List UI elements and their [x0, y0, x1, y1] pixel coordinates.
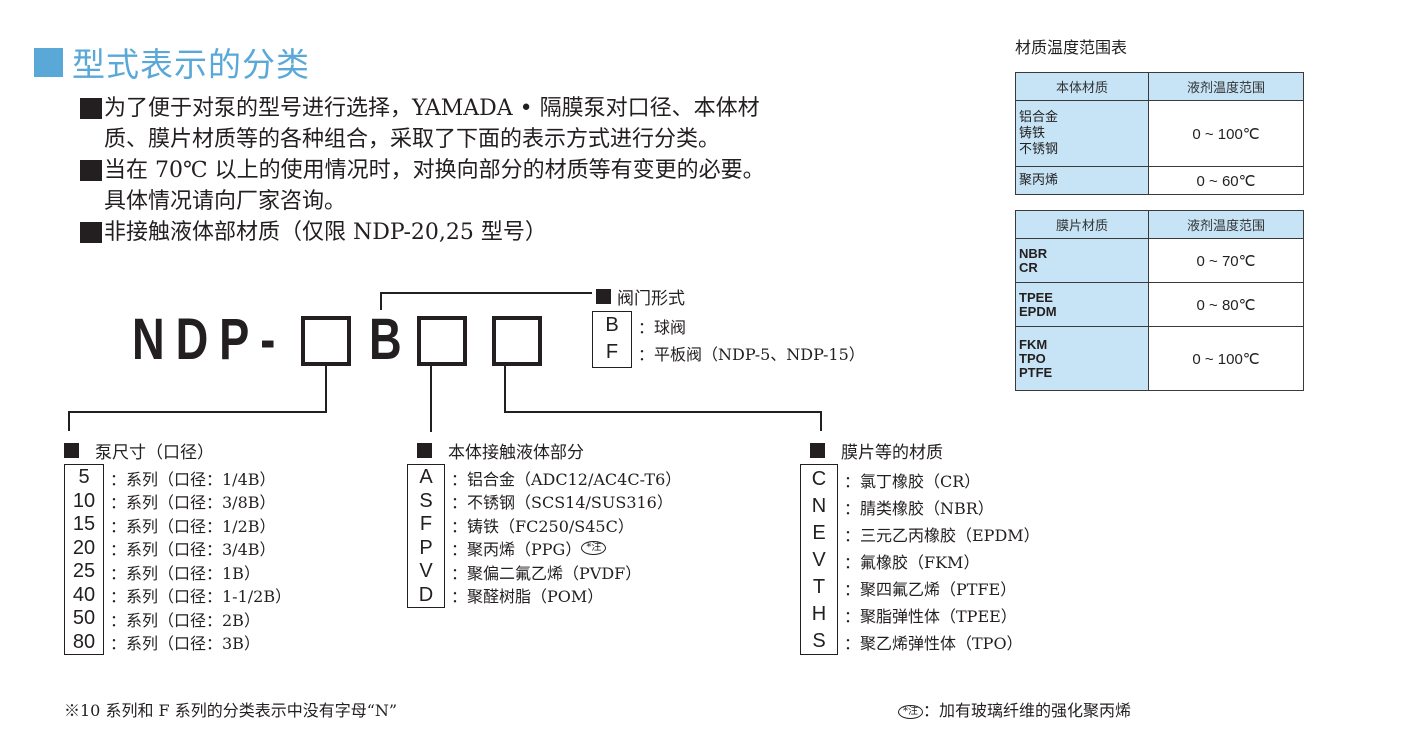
diaphragm-material-heading: 膜片等的材质 [810, 438, 943, 463]
connector-line [68, 411, 70, 431]
list-item: 10：系列（口径：3/8B） [72, 489, 276, 513]
note-mark-icon: *注 [898, 704, 923, 719]
list-item: 5：系列（口径：1/4B） [78, 466, 276, 489]
heading-square-icon [417, 443, 432, 458]
model-prefix: NDP- [132, 307, 287, 372]
list-item: F ：平板阀（NDP-5、NDP-15） [605, 341, 865, 364]
table-header: 本体材质 [1015, 72, 1149, 101]
table-row: 铝合金 铸铁 不锈钢 0 ~ 100℃ [1015, 100, 1304, 167]
diaphragm-material-list: C：氯丁橡胶（CR） N：腈类橡胶（NBR） E：三元乙丙橡胶（EPDM） V：… [800, 466, 1040, 655]
table-header: 液剂温度范围 [1148, 72, 1304, 101]
valve-code-box [592, 311, 632, 368]
list-item: D：聚醛树脂（POM） [418, 583, 604, 607]
body-code-box [417, 316, 467, 366]
table-row: FKM TPO PTFE 0 ~ 100℃ [1015, 326, 1304, 391]
pump-size-heading: 泵尺寸（口径） [64, 438, 214, 463]
list-item: 15：系列（口径：1/2B） [72, 513, 276, 536]
list-item: 25：系列（口径：1B） [72, 560, 260, 583]
note-mark-icon: *注 [581, 541, 607, 556]
size-code-column [64, 464, 104, 655]
diaphragm-temperature-table: 膜片材质 液剂温度范围 NBR CR 0 ~ 70℃ TPEE EPDM 0 ~… [1015, 210, 1304, 391]
list-item: S：不锈钢（SCS14/SUS316） [419, 489, 673, 513]
intro-item: 当在 70℃ 以上的使用情况时，对换向部分的材质等有变更的必要。 具体情况请向厂… [80, 155, 980, 217]
page-title: 型式表示的分类 [34, 38, 310, 86]
body-material-heading: 本体接触液体部分 [417, 438, 584, 463]
diaphragm-code-box [492, 316, 542, 366]
connector-line [504, 411, 822, 413]
footnote-right: *注：加有玻璃纤维的强化聚丙烯 [898, 697, 1131, 721]
connector-line [504, 366, 506, 412]
list-item: A：铝合金（ADC12/AC4C-T6） [419, 466, 682, 489]
connector-line [68, 411, 327, 413]
diaphragm-code-column [800, 464, 838, 655]
list-item: E：三元乙丙橡胶（EPDM） [812, 522, 1040, 545]
connector-line [820, 411, 822, 431]
list-item: 50：系列（口径：2B） [72, 607, 260, 630]
body-temperature-table: 本体材质 液剂温度范围 铝合金 铸铁 不锈钢 0 ~ 100℃ 聚丙烯 0 ~ … [1015, 72, 1304, 195]
list-item: V：聚偏二氟乙烯（PVDF） [419, 560, 642, 583]
table-row: NBR CR 0 ~ 70℃ [1015, 238, 1304, 283]
connector-line [380, 292, 382, 310]
connector-line [430, 366, 432, 432]
list-item: V：氟橡胶（FKM） [812, 549, 980, 572]
list-item: N：腈类橡胶（NBR） [811, 495, 994, 518]
intro-item: 非接触液体部材质（仅限 NDP-20,25 型号） [80, 217, 980, 248]
bullet-square-icon [80, 222, 102, 243]
size-code-box [301, 316, 351, 366]
bullet-square-icon [80, 98, 102, 119]
list-item: S：聚乙烯弹性体（TPO） [812, 630, 1023, 653]
model-fixed-letter: B [369, 307, 402, 372]
table-row: 聚丙烯 0 ~ 60℃ [1015, 166, 1304, 195]
bullet-square-icon [80, 160, 102, 181]
list-item: B ：球阀 [605, 314, 687, 337]
list-item: 80：系列（口径：3B） [72, 630, 260, 654]
list-item: C：氯丁橡胶（CR） [811, 468, 981, 491]
list-item: H：聚脂弹性体（TPEE） [811, 603, 1017, 626]
temperature-table-caption: 材质温度范围表 [1015, 38, 1128, 57]
intro-list: 为了便于对泵的型号进行选择，YAMADA • 隔膜泵对口径、本体材 质、膜片材质… [80, 93, 980, 248]
title-square-icon [34, 47, 63, 77]
connector-line [380, 292, 592, 294]
heading-square-icon [810, 443, 825, 458]
list-item: 40：系列（口径：1-1/2B） [72, 583, 292, 607]
list-item: T：聚四氟乙烯（PTFE） [812, 576, 1017, 599]
body-code-column [407, 464, 445, 608]
heading-square-icon [64, 443, 79, 458]
list-item: F：铸铁（FC250/S45C） [419, 513, 634, 536]
body-material-list: A：铝合金（ADC12/AC4C-T6） S：不锈钢（SCS14/SUS316）… [407, 466, 682, 607]
heading-square-icon [596, 289, 611, 304]
table-row: TPEE EPDM 0 ~ 80℃ [1015, 282, 1304, 327]
footnote-left: ※10 系列和 F 系列的分类表示中没有字母“N” [64, 701, 398, 720]
connector-line [325, 366, 327, 412]
table-header: 膜片材质 [1015, 210, 1149, 239]
valve-type-heading: 阀门形式 [596, 284, 685, 309]
table-header: 液剂温度范围 [1148, 210, 1304, 239]
intro-item: 为了便于对泵的型号进行选择，YAMADA • 隔膜泵对口径、本体材 质、膜片材质… [80, 93, 980, 155]
valve-type-list: B ：球阀 F ：平板阀（NDP-5、NDP-15） [592, 312, 865, 366]
list-item: P：聚丙烯（PPG）*注 [407, 537, 681, 561]
pump-size-list: 5：系列（口径：1/4B） 10：系列（口径：3/8B） 15：系列（口径：1/… [64, 466, 291, 654]
list-item: 20：系列（口径：3/4B） [72, 536, 276, 560]
